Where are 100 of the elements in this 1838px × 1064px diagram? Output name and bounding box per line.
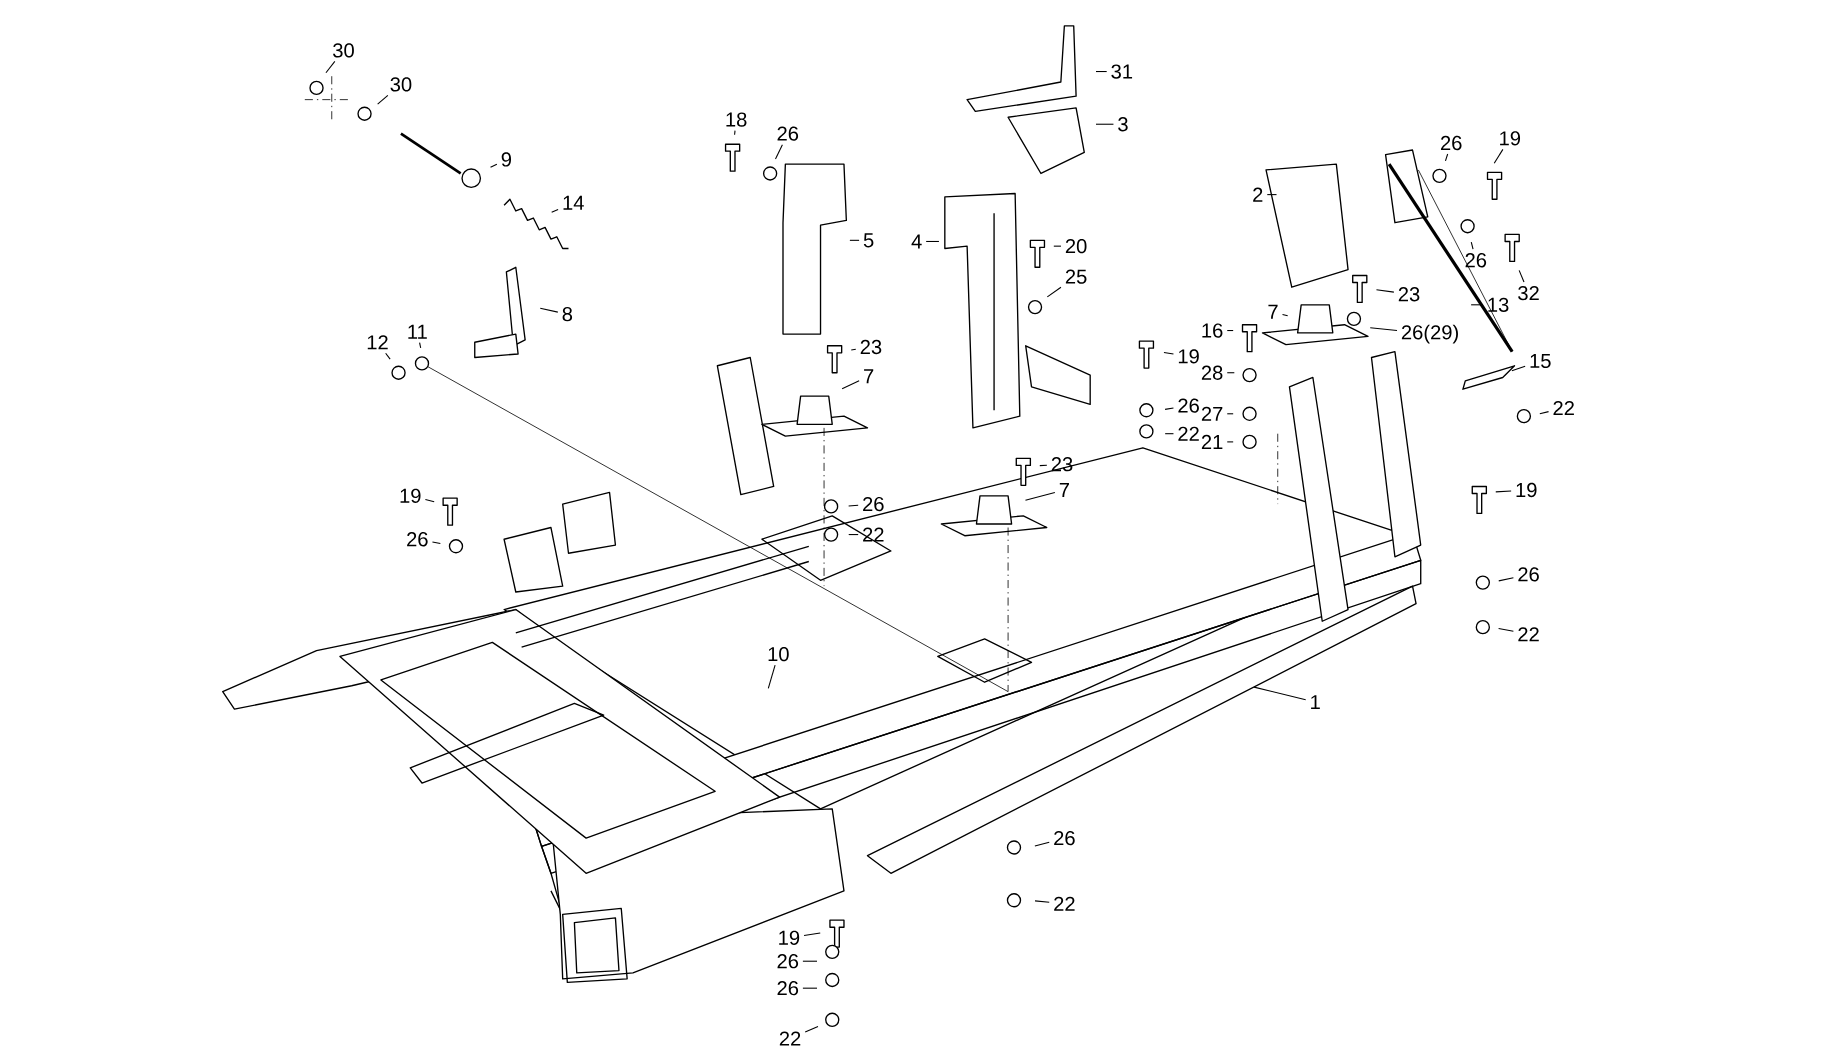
callout-number: 26 <box>407 531 428 547</box>
callout-number: 19 <box>1178 349 1199 364</box>
callout-number: 19 <box>400 488 421 503</box>
callout-number: 14 <box>563 195 584 210</box>
leader-line <box>848 533 859 535</box>
callout-number: 22 <box>1553 400 1574 415</box>
callout-number: 19 <box>779 930 800 945</box>
callout-number: 26 <box>1465 252 1487 268</box>
callout-number: 15 <box>1530 353 1551 368</box>
leader-line <box>849 239 860 241</box>
callout-number: 18 <box>726 112 747 127</box>
callout-number: 20 <box>1065 238 1087 254</box>
leader-line <box>925 240 940 242</box>
leader-line <box>1034 841 1050 847</box>
callout-number: 22 <box>1178 426 1199 441</box>
callout-number: 19 <box>1516 482 1537 497</box>
callout-number: 23 <box>1051 456 1073 472</box>
leader-line <box>848 504 859 507</box>
leader-line <box>490 163 498 168</box>
leader-line <box>1511 365 1526 372</box>
callout-number: 26 <box>1441 135 1462 150</box>
callout-number: 7 <box>864 369 874 384</box>
callout-number: 26 <box>777 126 799 141</box>
leader-line <box>767 664 776 689</box>
leader-line <box>1095 70 1108 72</box>
leader-line <box>1253 686 1307 701</box>
leader-line <box>1039 464 1048 466</box>
callout-number: 30 <box>333 43 354 58</box>
callout-number: 23 <box>860 339 882 354</box>
leader-line <box>1053 245 1062 247</box>
leader-line <box>774 144 783 160</box>
leader-line <box>419 341 422 349</box>
leader-line <box>1046 286 1062 298</box>
leader-line <box>431 541 441 544</box>
leader-line <box>1498 577 1514 582</box>
leader-line <box>551 208 559 213</box>
callout-number: 26 <box>1054 830 1075 846</box>
leader-line <box>1226 372 1235 374</box>
callout-number: 28 <box>1201 365 1223 380</box>
callout-number: 26 <box>777 980 799 996</box>
leader-line <box>385 352 391 360</box>
leader-line <box>1493 148 1504 164</box>
callout-number: 26 <box>777 953 799 969</box>
leader-line <box>539 307 559 313</box>
callout-number: 26 <box>1518 567 1539 582</box>
callout-number: 11 <box>408 324 427 339</box>
leader-line <box>804 1025 819 1033</box>
leader-line <box>1518 269 1525 283</box>
callout-number: 27 <box>1201 406 1223 421</box>
callout-number: 13 <box>1488 297 1509 312</box>
leader-line <box>1164 407 1174 410</box>
callout-number: 3 <box>1118 116 1128 132</box>
leader-line <box>1444 153 1449 162</box>
callout-number: 25 <box>1065 269 1087 284</box>
callout-number: 12 <box>367 335 388 350</box>
callout-number: 9 <box>501 152 511 167</box>
leader-line <box>1281 313 1289 317</box>
callout-number: 22 <box>1054 896 1075 911</box>
leader-line <box>841 380 860 390</box>
leader-line <box>1375 289 1395 293</box>
callout-number: 2 <box>1253 187 1263 202</box>
callout-number: 26 <box>863 496 884 512</box>
leader-line <box>1024 491 1056 501</box>
leader-line <box>1164 432 1174 435</box>
leader-line <box>377 94 389 105</box>
callout-number: 26(29) <box>1401 324 1458 344</box>
leader-line <box>1226 413 1234 415</box>
leader-line <box>803 932 821 936</box>
callout-number: 31 <box>1111 64 1133 79</box>
leader-line <box>1163 351 1174 355</box>
leader-line <box>1495 490 1512 493</box>
callout-number: 23 <box>1398 286 1420 302</box>
callout-number: 22 <box>1518 627 1539 642</box>
leader-line <box>1266 193 1278 195</box>
leader-line <box>1369 327 1398 331</box>
leader-line <box>802 960 818 962</box>
leader-line <box>1470 241 1474 250</box>
leader-line <box>424 498 435 503</box>
leader-line <box>734 129 736 136</box>
leader-line <box>1226 329 1234 331</box>
callout-number: 10 <box>768 646 789 662</box>
leader-line <box>1539 410 1550 415</box>
leader-line <box>802 987 818 989</box>
callout-number: 5 <box>863 233 874 248</box>
callout-number: 26 <box>1178 398 1199 413</box>
callout-number: 16 <box>1202 323 1223 338</box>
callout-number: 21 <box>1201 434 1223 449</box>
leader-line <box>850 348 857 351</box>
leader-line <box>1498 627 1514 632</box>
callout-number: 30 <box>390 77 412 92</box>
leader-line <box>1034 900 1050 903</box>
callout-number: 7 <box>1059 482 1069 497</box>
callout-number: 8 <box>562 306 573 322</box>
leader-line <box>1095 123 1114 125</box>
callout-number: 22 <box>863 527 884 542</box>
callout-number: 22 <box>779 1031 801 1046</box>
callout-number: 19 <box>1500 131 1521 146</box>
callout-number: 32 <box>1518 285 1539 301</box>
leader-line <box>325 60 336 74</box>
callout-number: 4 <box>911 234 922 249</box>
